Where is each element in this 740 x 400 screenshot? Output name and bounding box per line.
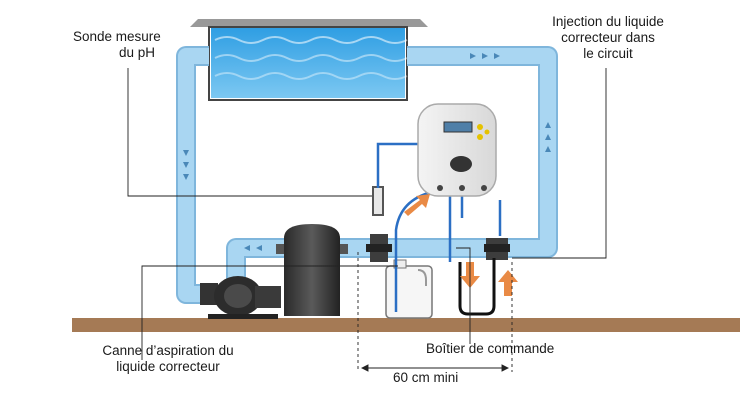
corrector-canister <box>385 259 433 319</box>
distance-label: 60 cm mini <box>393 370 459 385</box>
leader-lines <box>127 68 607 360</box>
control-box-label: Boîtier de commande <box>426 341 555 356</box>
dosing-tubing <box>376 142 502 312</box>
ph-probe <box>366 186 392 262</box>
suction-tubing <box>458 258 496 316</box>
pool <box>190 19 428 101</box>
injection-fitting <box>484 238 510 260</box>
distance-dimension <box>357 252 513 372</box>
injection-label: Injection du liquide correcteur dans le … <box>552 14 664 61</box>
ph-probe-label: Sonde mesure du pH <box>73 29 161 60</box>
water-circuit-pipe <box>176 46 558 304</box>
pump <box>200 276 281 319</box>
ground <box>72 318 740 332</box>
control-box <box>417 103 497 197</box>
suction-label: Canne d’aspiration du liquide correcteur <box>102 343 234 374</box>
filter-tank <box>276 224 348 316</box>
